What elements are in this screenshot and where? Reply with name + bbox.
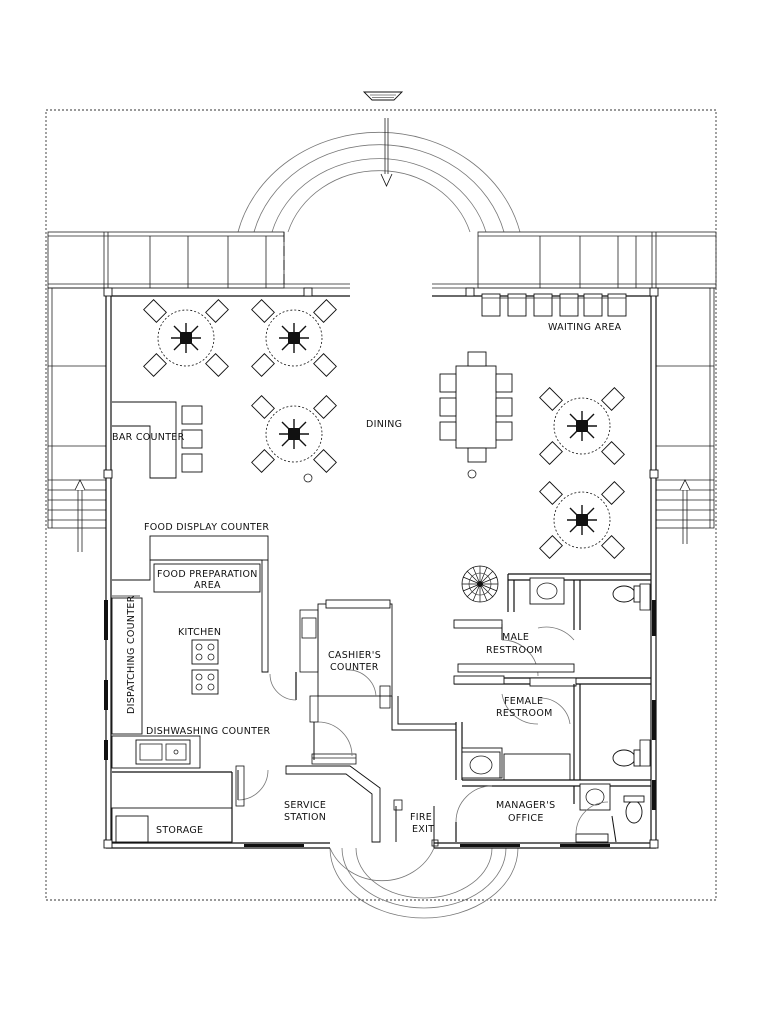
cashiers-counter-label: CASHIER'S [328, 650, 381, 661]
bar-counter-label: BAR COUNTER [112, 432, 185, 443]
front-arches [237, 118, 521, 233]
kitchen-label: KITCHEN [178, 627, 221, 638]
sink-icon [461, 577, 611, 811]
left-porch [47, 287, 107, 552]
dispatching-counter-label: DISPATCHING COUNTER [126, 595, 137, 714]
top-right-canopy [432, 231, 717, 289]
bar-counter [112, 401, 203, 479]
long-dining-table [439, 351, 513, 463]
cashiers-counter [269, 599, 456, 760]
waiting-area-label: WAITING AREA [548, 322, 622, 333]
round-table-icon [143, 299, 625, 559]
dishwashing-counter-label: DISHWASHING COUNTER [146, 726, 271, 737]
dispatching-counter [111, 597, 143, 735]
rear-arches [329, 847, 519, 919]
food-display-counter [112, 535, 269, 673]
managers-office-label-2: OFFICE [508, 813, 544, 824]
entrance-arrow-icon [362, 91, 404, 101]
managers-office-label: MANAGER'S [496, 800, 555, 811]
sink-icon [139, 743, 187, 761]
male-restroom-label-2: RESTROOM [486, 645, 543, 656]
male-restroom-label: MALE [502, 632, 529, 643]
service-station-label: SERVICE [284, 800, 326, 811]
dining-label: DINING [366, 419, 402, 430]
female-restroom-label-2: RESTROOM [496, 708, 553, 719]
food-display-counter-label: FOOD DISPLAY COUNTER [144, 522, 269, 533]
stove-icon [191, 639, 219, 695]
storage-label: STORAGE [156, 825, 203, 836]
food-preparation-area-label: AREA [194, 580, 221, 591]
right-porch [655, 287, 715, 544]
female-restroom-label: FEMALE [504, 696, 543, 707]
exterior-walls [103, 287, 659, 849]
kitchen-walls [112, 765, 269, 808]
site-boundary [45, 109, 717, 901]
fire-exit-label: FIRE [410, 812, 432, 823]
plant-icon [461, 565, 499, 603]
waiting-area-chairs [481, 293, 627, 317]
service-station [285, 721, 381, 843]
fire-exit-label-2: EXIT [412, 824, 434, 835]
food-preparation-label: FOOD PREPARATION [157, 569, 258, 580]
fire-exit [393, 799, 439, 848]
cashiers-counter-label-2: COUNTER [330, 662, 379, 673]
toilet-icon [612, 585, 645, 824]
dishwashing-counter [111, 735, 201, 769]
top-left-canopy [47, 231, 350, 289]
service-station-label-2: STATION [284, 812, 326, 823]
managers-office [455, 785, 617, 843]
storage [111, 807, 233, 843]
